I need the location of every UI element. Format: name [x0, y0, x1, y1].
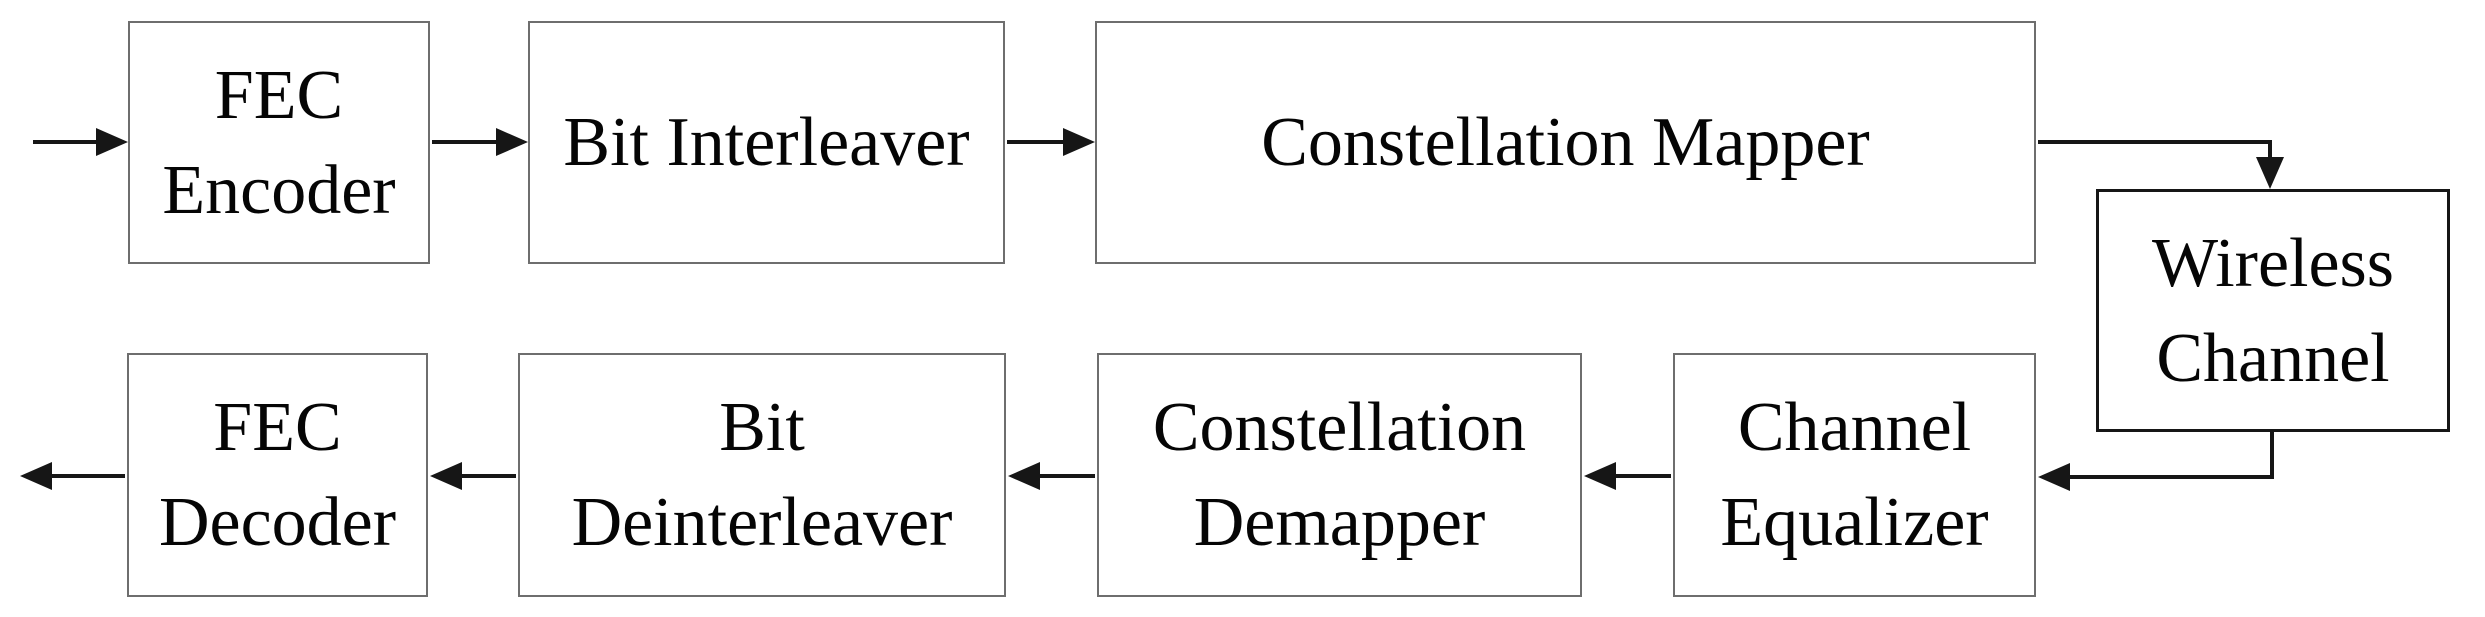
- label-line: Demapper: [1193, 484, 1486, 561]
- block-label: Channel Equalizer: [1720, 380, 1988, 570]
- block-label: FEC Decoder: [159, 380, 396, 570]
- block-label: FEC Encoder: [162, 48, 395, 238]
- block-fec-encoder: FEC Encoder: [128, 21, 430, 264]
- block-bit-interleaver: Bit Interleaver: [528, 21, 1005, 264]
- arrow-fec-encoder-to-bit-interleaver: [432, 128, 528, 156]
- block-fec-decoder: FEC Decoder: [127, 353, 428, 597]
- arrow-bit-deinterleaver-to-fec-decoder: [430, 462, 516, 490]
- label-line: Channel: [2156, 319, 2390, 397]
- label-line: Channel: [1737, 389, 1972, 466]
- label-line: FEC: [213, 389, 342, 466]
- arrow-constellation-demapper-to-bit-deinterleaver: [1008, 462, 1095, 490]
- label-line: Wireless: [2151, 224, 2395, 302]
- label-line: Constellation: [1152, 389, 1527, 466]
- arrow-channel-equalizer-to-constellation-demapper: [1584, 462, 1671, 490]
- block-constellation-mapper: Constellation Mapper: [1095, 21, 2036, 264]
- label-line: FEC: [214, 56, 344, 134]
- arrow-input-to-fec-encoder: [33, 128, 128, 156]
- block-label: Constellation Demapper: [1153, 380, 1526, 570]
- label-line: Deinterleaver: [571, 484, 953, 561]
- label-line: Encoder: [162, 151, 396, 229]
- arrow-fec-decoder-to-output: [20, 462, 125, 490]
- block-label: Wireless Channel: [2152, 216, 2394, 406]
- label-line: Constellation Mapper: [1261, 104, 1870, 181]
- block-bit-deinterleaver: Bit Deinterleaver: [518, 353, 1006, 597]
- block-wireless-channel: Wireless Channel: [2096, 189, 2450, 432]
- arrow-bit-interleaver-to-constellation-mapper: [1007, 128, 1095, 156]
- label-line: Bit: [719, 389, 805, 466]
- label-line: Bit Interleaver: [563, 104, 970, 181]
- block-label: Bit Deinterleaver: [572, 380, 953, 570]
- label-line: Decoder: [158, 484, 397, 561]
- block-label: Bit Interleaver: [563, 95, 969, 190]
- arrow-constellation-mapper-to-wireless-channel: [2038, 140, 2284, 189]
- block-constellation-demapper: Constellation Demapper: [1097, 353, 1582, 597]
- label-line: Equalizer: [1720, 484, 1989, 561]
- block-label: Constellation Mapper: [1261, 95, 1870, 190]
- arrow-wireless-channel-to-channel-equalizer: [2038, 430, 2274, 491]
- block-channel-equalizer: Channel Equalizer: [1673, 353, 2036, 597]
